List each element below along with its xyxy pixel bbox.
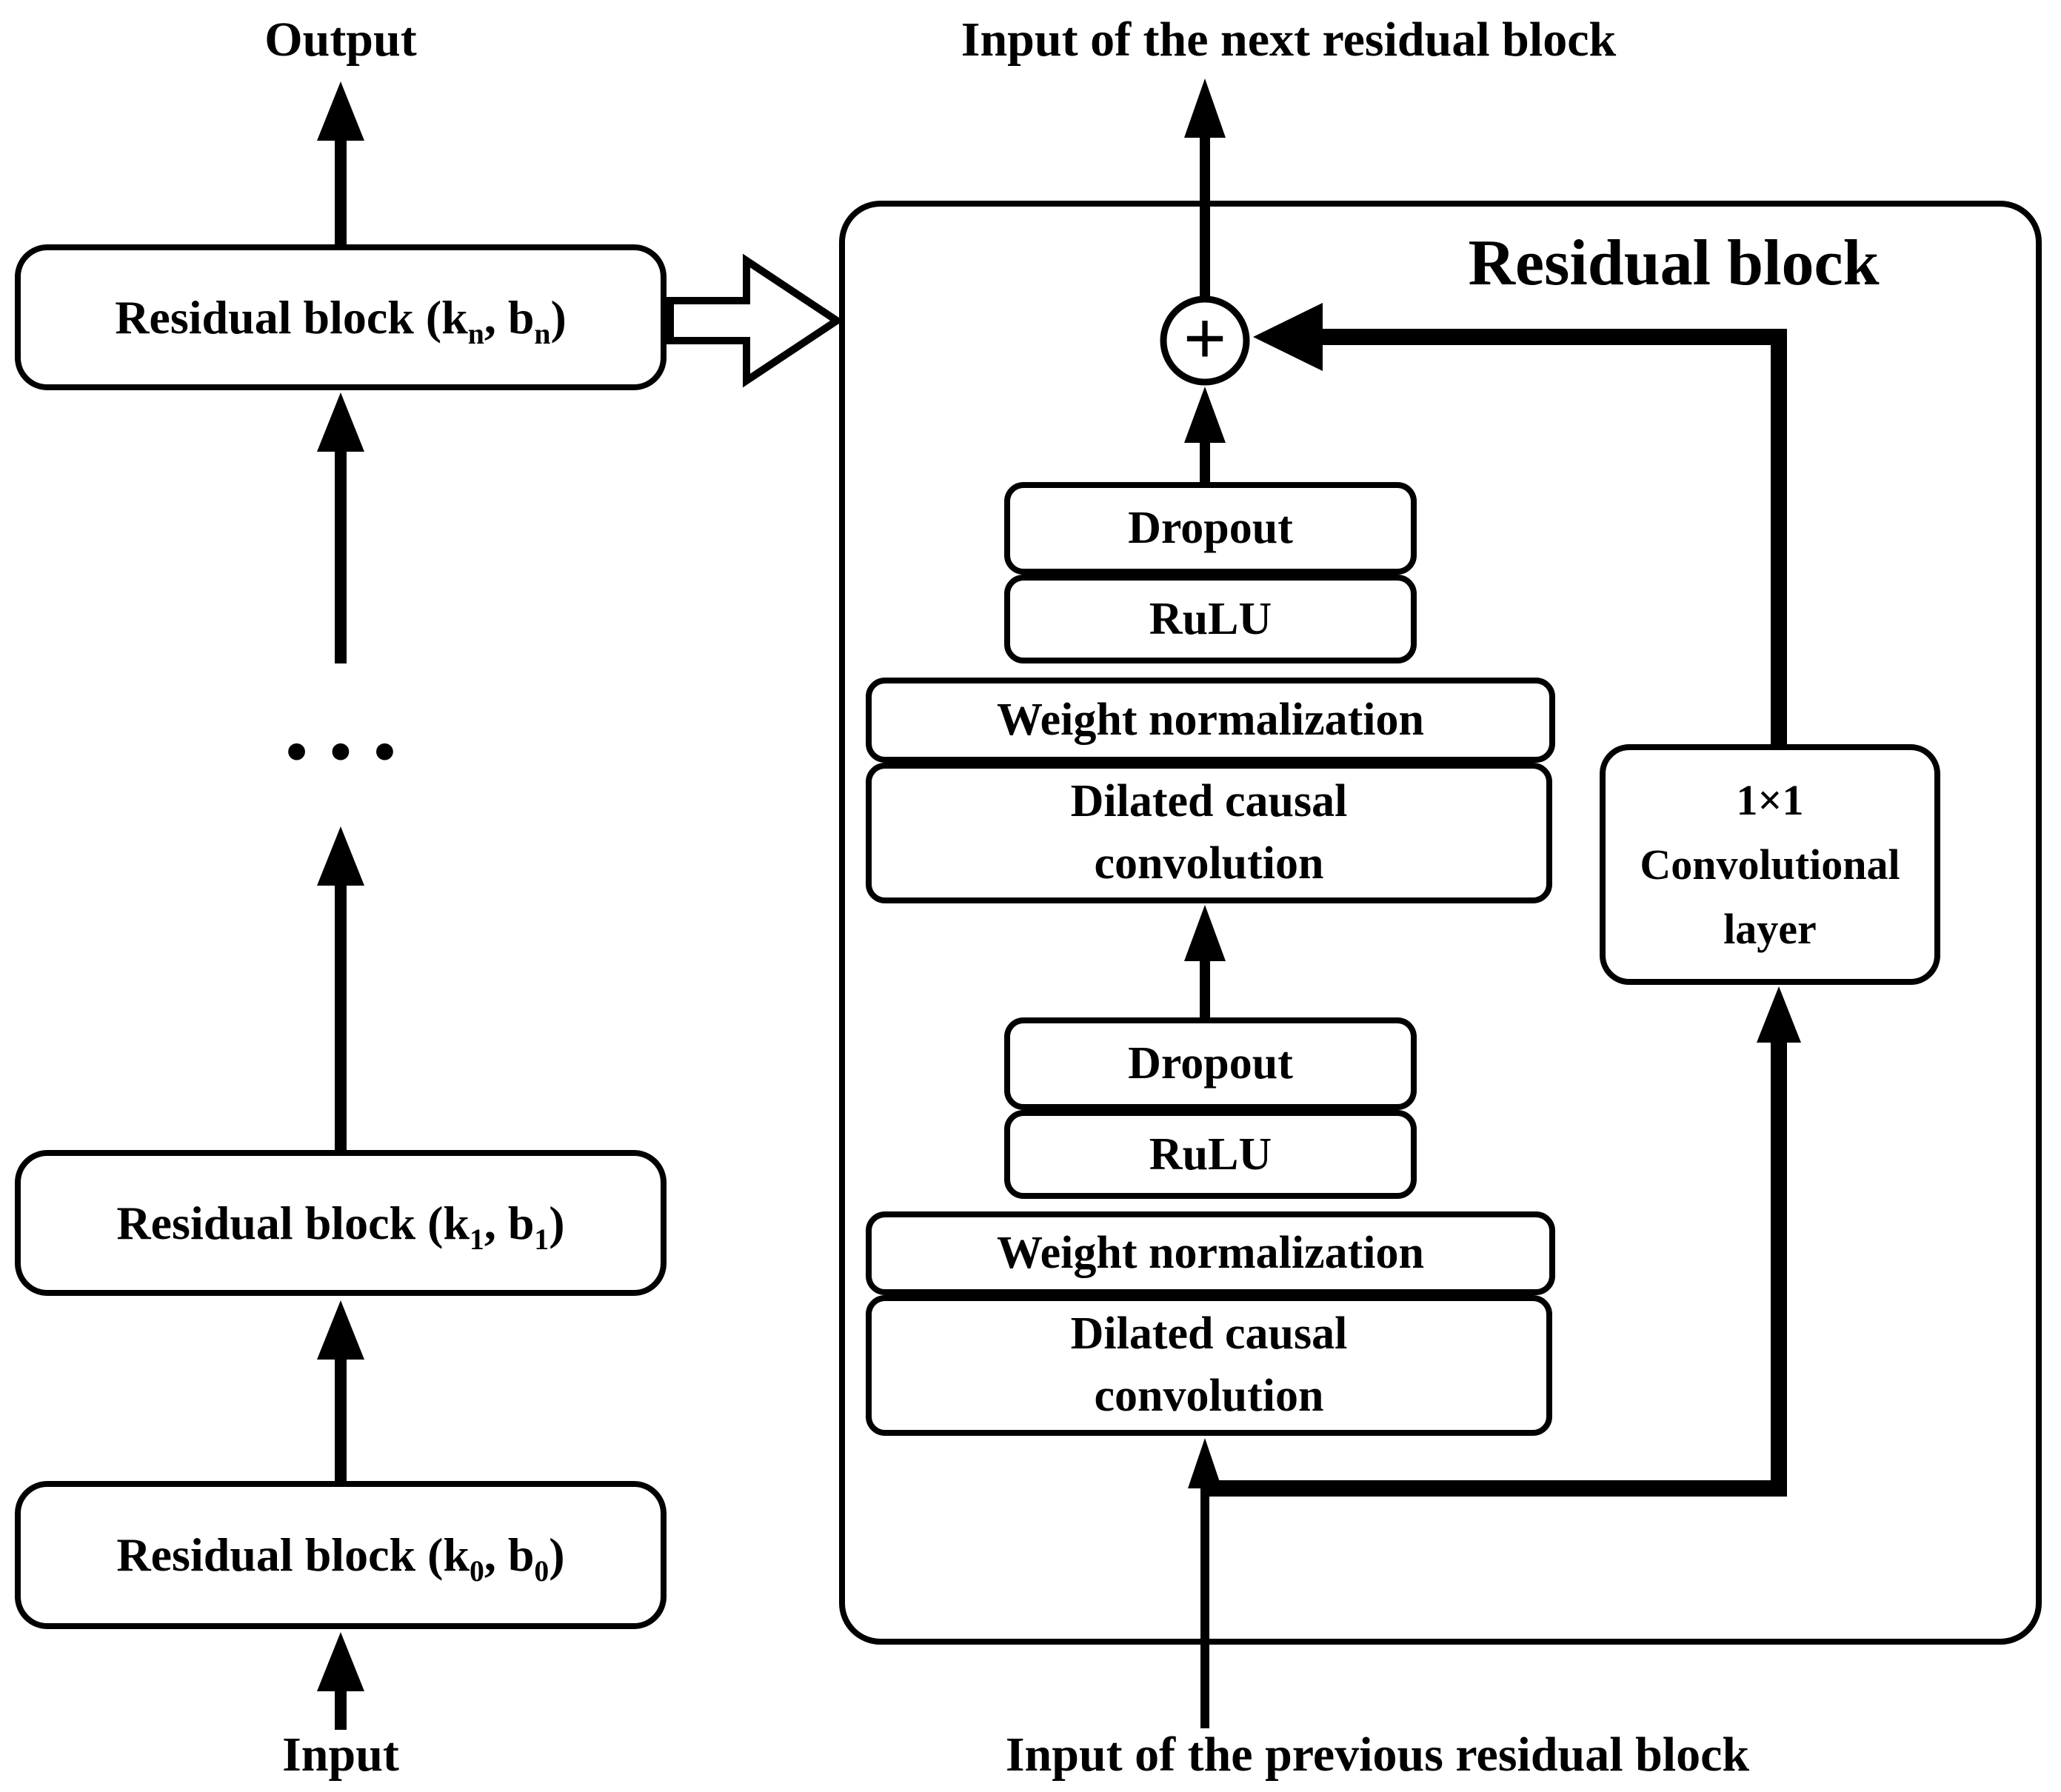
input-next-label: Input of the next residual block: [961, 13, 1617, 67]
dilated-causal-convolution-label-lower: Dilated causal convolution: [1070, 1308, 1348, 1421]
residual-block-0-label: Residual block (k0, b0): [116, 1528, 565, 1588]
dilated-causal-convolution-label-upper: Dilated causal convolution: [1070, 776, 1348, 889]
residual-block-0-box: Residual block (k0, b0): [15, 1481, 667, 1629]
output-label: Output: [264, 13, 417, 67]
conv-1x1-label: 1×1 Convolutional layer: [1640, 776, 1900, 953]
residual-block-title: Residual block: [1468, 227, 1880, 299]
residual-block-1-label: Residual block (k1, b1): [116, 1196, 565, 1256]
arrow-input-to-k0: [317, 1632, 364, 1730]
weight-normalization-box-lower: Weight normalization: [866, 1211, 1555, 1295]
conv-1x1-box: 1×1 Convolutional layer: [1600, 744, 1940, 985]
relu-box-upper: RuLU: [1004, 575, 1417, 663]
residual-block-n-label: Residual block (kn, bn): [115, 290, 567, 350]
residual-block-1-box: Residual block (k1, b1): [15, 1150, 667, 1296]
expand-arrow: [667, 253, 844, 388]
dropout-box-upper: Dropout: [1004, 482, 1417, 575]
relu-box-lower: RuLU: [1004, 1110, 1417, 1199]
ellipsis-dots: •••: [285, 717, 418, 786]
arrow-k0-to-k1: [317, 1300, 364, 1482]
weight-normalization-box-upper: Weight normalization: [866, 678, 1555, 763]
input-label: Input: [282, 1728, 399, 1782]
arrow-k1-to-dots: [317, 826, 364, 1151]
arrow-kn-to-output: [317, 81, 364, 246]
arrow-dots-to-kn: [317, 392, 364, 663]
dilated-causal-convolution-box-lower: Dilated causal convolution: [866, 1295, 1552, 1436]
dropout-box-lower: Dropout: [1004, 1017, 1417, 1110]
residual-block-n-box: Residual block (kn, bn): [15, 244, 667, 390]
dilated-causal-convolution-box-upper: Dilated causal convolution: [866, 763, 1552, 903]
input-previous-label: Input of the previous residual block: [1005, 1728, 1750, 1782]
sum-symbol: +: [1183, 295, 1227, 381]
